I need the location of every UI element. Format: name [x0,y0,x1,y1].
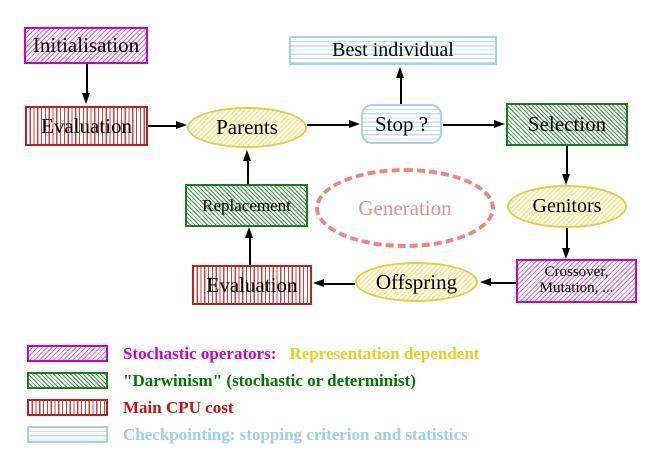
arrow-parents-to-stop-head [349,120,360,128]
arrow-stop-to-selection-head [494,120,505,128]
arrow-selection-to-genitors-head [562,174,570,185]
arrow-stop-to-best-line [400,77,402,104]
arrow-crossover-to-offspring-head [480,278,491,286]
evaluation-top-box: Evaluation [25,106,148,146]
evaluation-bottom-box: Evaluation [192,265,312,305]
legend-label-cpu: Main CPU cost [123,397,234,417]
arrow-stop-to-best-head [396,67,404,78]
arrow-crossover-to-offspring-line [491,282,516,284]
crossover-line1: Crossover, [544,264,609,281]
arrow-genitors-to-crossover-head [562,248,570,259]
arrow-init-to-eval-head [82,93,90,104]
genitors-ellipse: Genitors [507,185,627,228]
legend-swatch-red [27,399,108,416]
arrow-replacement-to-parents-line [247,160,249,184]
legend-row-darwinism: "Darwinism" (stochastic or determinist) [27,370,416,390]
arrow-eval-to-parents-head [176,121,187,129]
arrow-offspring-to-eval-head [313,279,324,287]
legend-row-checkpointing: Checkpointing: stopping criterion and st… [27,424,468,444]
legend-swatch-green [27,372,108,389]
arrow-eval-to-replacement-head [245,227,253,238]
offspring-ellipse: Offspring [355,262,478,302]
best-individual-box: Best individual [289,36,497,65]
arrow-replacement-to-parents-head [243,150,251,161]
arrow-offspring-to-eval-line [324,283,355,285]
arrow-eval-to-replacement-line [249,237,251,265]
arrow-init-to-eval-line [86,64,88,95]
legend-label-representation: Representation dependent [289,343,480,363]
arrow-selection-to-genitors-line [566,146,568,175]
arrow-stop-to-selection-line [443,124,495,126]
stop-box: Stop ? [361,104,442,144]
crossover-mutation-box: Crossover, Mutation, ... [516,259,637,303]
arrow-genitors-to-crossover-line [566,228,568,249]
crossover-line2: Mutation, ... [539,280,614,296]
replacement-box: Replacement [185,184,308,227]
arrow-eval-to-parents-line [148,125,178,127]
legend-label-darwinism: "Darwinism" (stochastic or determinist) [123,370,416,390]
legend-label-checkpointing: Checkpointing: stopping criterion and st… [123,424,468,444]
legend-row-cpu: Main CPU cost [27,397,234,417]
initialisation-box: Initialisation [24,27,148,64]
parents-ellipse: Parents [187,107,307,148]
selection-box: Selection [506,103,628,146]
legend-swatch-cyan [27,426,108,443]
legend-label-stochastic: Stochastic operators: [123,343,277,363]
legend-row-stochastic: Stochastic operators: Representation dep… [27,343,480,363]
generation-ellipse: Generation [315,168,495,248]
arrow-parents-to-stop-line [307,124,350,126]
legend-swatch-magenta [27,345,108,362]
